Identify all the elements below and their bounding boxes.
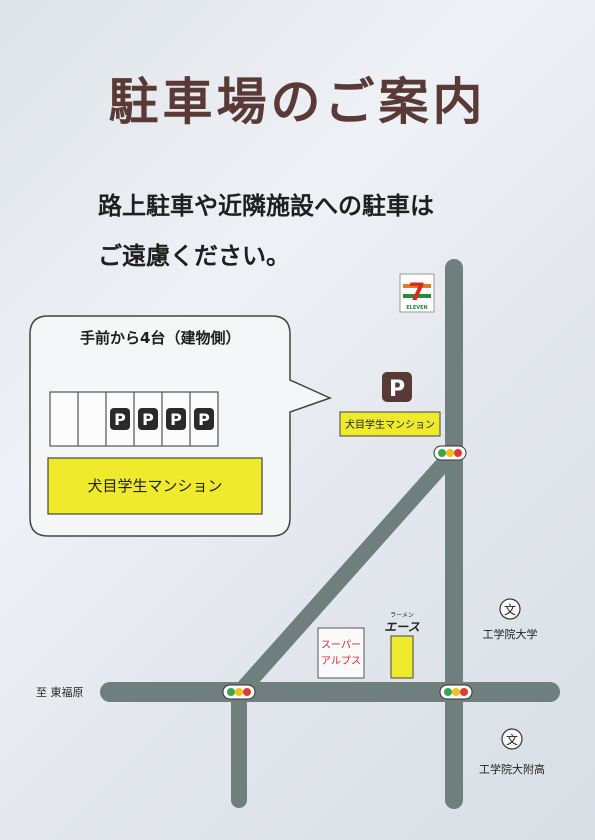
seven-eleven-number: 7 bbox=[409, 278, 426, 306]
parking-stalls bbox=[49, 391, 219, 447]
parking-sign-icon bbox=[382, 372, 412, 402]
ramen-name-label: エース bbox=[384, 620, 419, 634]
ramen-small-label: ラーメン bbox=[390, 612, 414, 619]
parking-sign-label: P bbox=[389, 377, 405, 402]
inset-building-label: 犬目学生マンション bbox=[87, 477, 222, 495]
seven-eleven-logo-icon: 7 ELEVEN bbox=[399, 273, 435, 313]
page-title: 駐車場のご案内 bbox=[108, 73, 487, 131]
school-icon: 文 bbox=[501, 728, 523, 750]
school-icon: 文 bbox=[499, 598, 521, 620]
inset-p-mark: P bbox=[142, 410, 154, 429]
traffic-light-icon bbox=[222, 684, 256, 700]
inset-p-mark: P bbox=[198, 410, 210, 429]
inset-building-box bbox=[47, 457, 263, 515]
notice-line-2: ご遠慮ください。 bbox=[98, 242, 290, 270]
inset-label: 手前から4台（建物側） bbox=[80, 329, 241, 347]
roads bbox=[100, 259, 560, 809]
seven-eleven-name: ELEVEN bbox=[406, 305, 428, 311]
traffic-light-icon bbox=[439, 684, 473, 700]
school-symbol: 文 bbox=[506, 732, 518, 747]
inset-p-marks: P P P P bbox=[110, 408, 214, 430]
school-symbol: 文 bbox=[504, 602, 516, 617]
inset-p-mark: P bbox=[170, 410, 182, 429]
direction-label: 至 東福原 bbox=[36, 685, 84, 699]
high-school-label: 工学院大附高 bbox=[479, 762, 545, 776]
map-building-label: 犬目学生マンション bbox=[345, 418, 435, 431]
supermarket-box bbox=[317, 627, 365, 679]
traffic-light-icon bbox=[433, 445, 467, 461]
supermarket-label-line2: アルプス bbox=[321, 655, 361, 667]
university-label: 工学院大学 bbox=[483, 627, 538, 641]
notice-line-1: 路上駐車や近隣施設への駐車は bbox=[98, 192, 434, 220]
supermarket-label-line1: スーパー bbox=[321, 639, 361, 651]
map-building-box bbox=[339, 411, 441, 437]
ramen-shop-box bbox=[390, 635, 414, 679]
inset-p-mark: P bbox=[114, 410, 126, 429]
